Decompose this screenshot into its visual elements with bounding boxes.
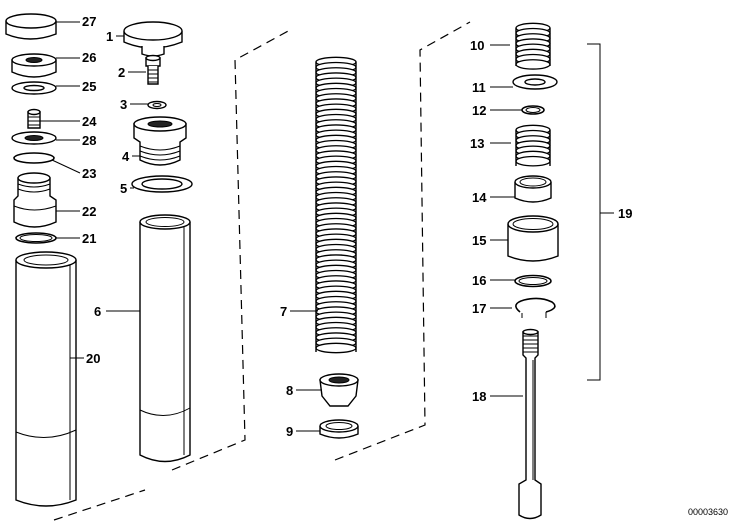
part-15-sleeve xyxy=(507,215,559,262)
label-7: 7 xyxy=(280,304,287,319)
part-23-circlip xyxy=(13,152,55,164)
part-3-seal xyxy=(147,100,167,110)
part-14-bushing xyxy=(514,175,552,203)
part-1-cap xyxy=(123,21,183,57)
part-20-outer-tube xyxy=(15,251,77,507)
part-27-cap xyxy=(5,13,57,40)
part-18-damper-rod xyxy=(518,328,542,520)
label-17: 17 xyxy=(472,301,486,316)
label-25: 25 xyxy=(82,79,96,94)
label-26: 26 xyxy=(82,50,96,65)
label-16: 16 xyxy=(472,273,486,288)
reference-number: 00003630 xyxy=(688,507,728,517)
label-23: 23 xyxy=(82,166,96,181)
part-5-washer xyxy=(131,175,193,193)
label-4: 4 xyxy=(122,149,130,164)
part-10-spring xyxy=(515,22,551,70)
label-22: 22 xyxy=(82,204,96,219)
label-14: 14 xyxy=(472,190,487,205)
part-13-spring xyxy=(515,124,551,167)
part-26-nut xyxy=(11,53,57,78)
label-1: 1 xyxy=(106,29,113,44)
label-19: 19 xyxy=(618,206,632,221)
part-labels: 27 26 25 24 28 23 22 21 20 1 2 3 4 5 6 7… xyxy=(82,14,632,439)
part-21-o-ring xyxy=(15,232,57,244)
part-9-seat xyxy=(319,419,359,439)
part-24-valve xyxy=(27,108,41,129)
label-24: 24 xyxy=(82,114,97,129)
part-22-guide xyxy=(13,172,57,228)
part-8-stop xyxy=(319,373,359,407)
label-9: 9 xyxy=(286,424,293,439)
part-16-ring xyxy=(514,274,552,288)
label-20: 20 xyxy=(86,351,100,366)
part-28-washer xyxy=(11,131,57,145)
label-21: 21 xyxy=(82,231,96,246)
label-27: 27 xyxy=(82,14,96,29)
dashed-boundaries xyxy=(53,21,471,521)
label-8: 8 xyxy=(286,383,293,398)
part-17-circlip xyxy=(515,297,556,318)
part-7-spring xyxy=(315,56,357,354)
part-4-plug xyxy=(133,116,187,166)
part-11-washer xyxy=(512,74,558,90)
label-18: 18 xyxy=(472,389,486,404)
label-28: 28 xyxy=(82,133,96,148)
label-6: 6 xyxy=(94,304,101,319)
part-12-ring xyxy=(521,105,545,115)
part-25-washer xyxy=(11,81,57,95)
leader-lines xyxy=(40,21,523,432)
label-2: 2 xyxy=(118,65,125,80)
group-19-bracket xyxy=(587,43,614,381)
label-15: 15 xyxy=(472,233,486,248)
part-2-bleed-screw xyxy=(145,54,161,85)
label-13: 13 xyxy=(470,136,484,151)
label-3: 3 xyxy=(120,97,127,112)
label-12: 12 xyxy=(472,103,486,118)
label-5: 5 xyxy=(120,181,127,196)
label-10: 10 xyxy=(470,38,484,53)
label-11: 11 xyxy=(472,80,486,95)
part-6-inner-tube xyxy=(139,214,191,463)
